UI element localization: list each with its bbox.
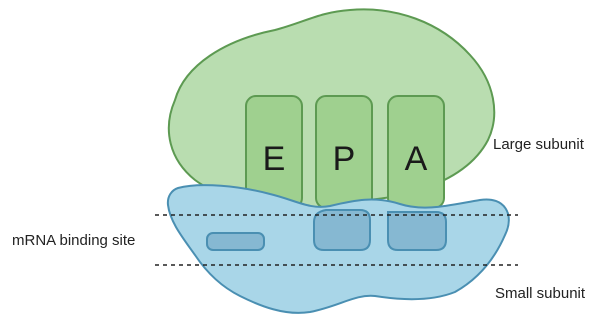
a-site-label: A	[405, 140, 428, 178]
mrna-pocket-p	[313, 209, 371, 251]
p-site-label: P	[333, 140, 356, 178]
mrna-pocket-e	[206, 232, 265, 251]
mrna-binding-site-label: mRNA binding site	[12, 232, 136, 249]
mrna-pocket-a	[387, 211, 447, 251]
small-subunit-label: Small subunit	[495, 285, 586, 302]
p-site: P	[315, 95, 373, 209]
a-site: A	[387, 95, 445, 209]
large-subunit-label: Large subunit	[493, 136, 584, 153]
e-site-label: E	[263, 140, 286, 178]
